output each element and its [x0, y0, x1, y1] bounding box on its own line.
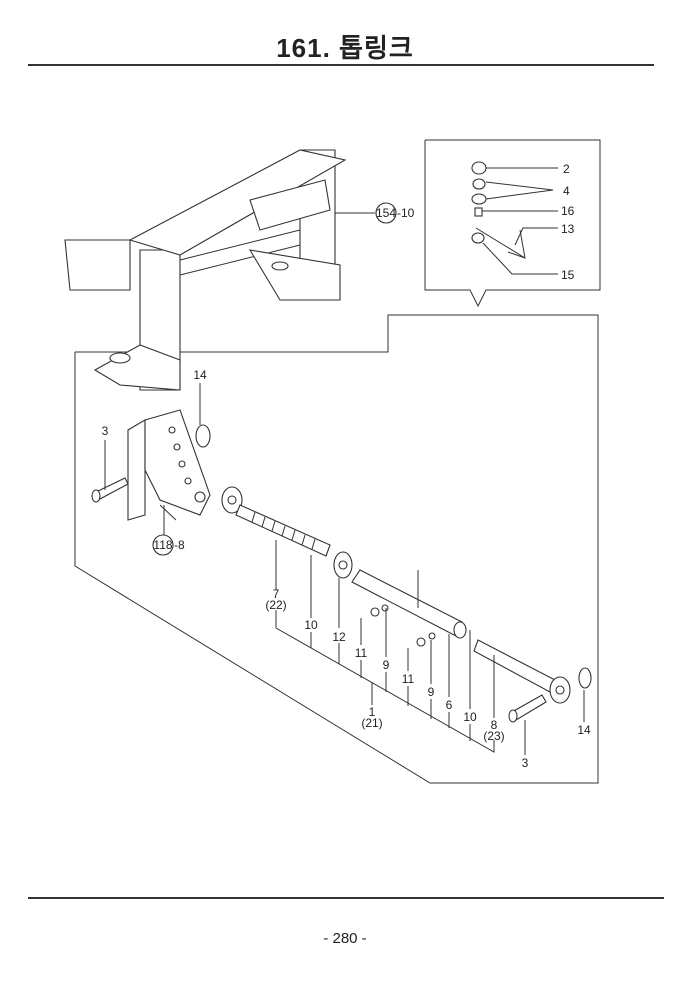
- header-divider: [28, 64, 654, 66]
- ref-label-118: 118: [153, 538, 172, 552]
- lock-nut-drawing: [333, 551, 353, 579]
- page-title: 161. 톱링크: [276, 33, 414, 63]
- inset-part-label: 2: [563, 162, 570, 176]
- part-label: 11: [402, 672, 415, 686]
- inset-frame: [424, 139, 601, 308]
- page-number: - 280 -: [323, 930, 367, 947]
- part-label: 14: [577, 723, 591, 737]
- inset-part-label: 15: [561, 268, 575, 282]
- part-label: 1: [369, 705, 376, 719]
- ref-part-154: -10: [397, 206, 415, 220]
- part-label: 11: [355, 646, 368, 660]
- part-label: 10: [304, 618, 318, 632]
- footer-divider: [28, 897, 664, 899]
- inset-part-label: 16: [561, 204, 575, 218]
- rod-end-left-drawing: [221, 486, 331, 557]
- part-label: 9: [428, 685, 435, 699]
- part-label: 3: [522, 756, 529, 770]
- rod-end-right-drawing: [473, 639, 592, 723]
- part-label: 12: [332, 630, 346, 644]
- bracket-drawing: [127, 409, 211, 521]
- linch-pin-drawing: [195, 424, 211, 448]
- part-label: 14: [193, 368, 207, 382]
- part-label: 7: [273, 587, 280, 601]
- part-label: (22): [265, 598, 286, 612]
- inset-parts-drawing: [471, 161, 558, 275]
- ref-part-118: -8: [174, 538, 185, 552]
- leader-lines: [104, 212, 585, 755]
- part-label: (23): [483, 729, 504, 743]
- ref-circle-154: [375, 202, 397, 224]
- frame-mount-drawing: [64, 149, 347, 391]
- part-label: (21): [361, 716, 382, 730]
- part-label: 9: [383, 658, 390, 672]
- part-label: 8: [491, 718, 498, 732]
- ref-circle-118: [152, 534, 174, 556]
- ref-label-154: 154: [376, 206, 396, 220]
- pin-drawing: [91, 477, 129, 503]
- inset-part-label: 13: [561, 222, 575, 236]
- part-label: 10: [463, 710, 477, 724]
- tube-drawing: [351, 569, 467, 647]
- callout-frame: [74, 314, 599, 784]
- inset-part-label: 4: [563, 184, 570, 198]
- part-label: 3: [102, 424, 109, 438]
- part-label: 6: [446, 698, 453, 712]
